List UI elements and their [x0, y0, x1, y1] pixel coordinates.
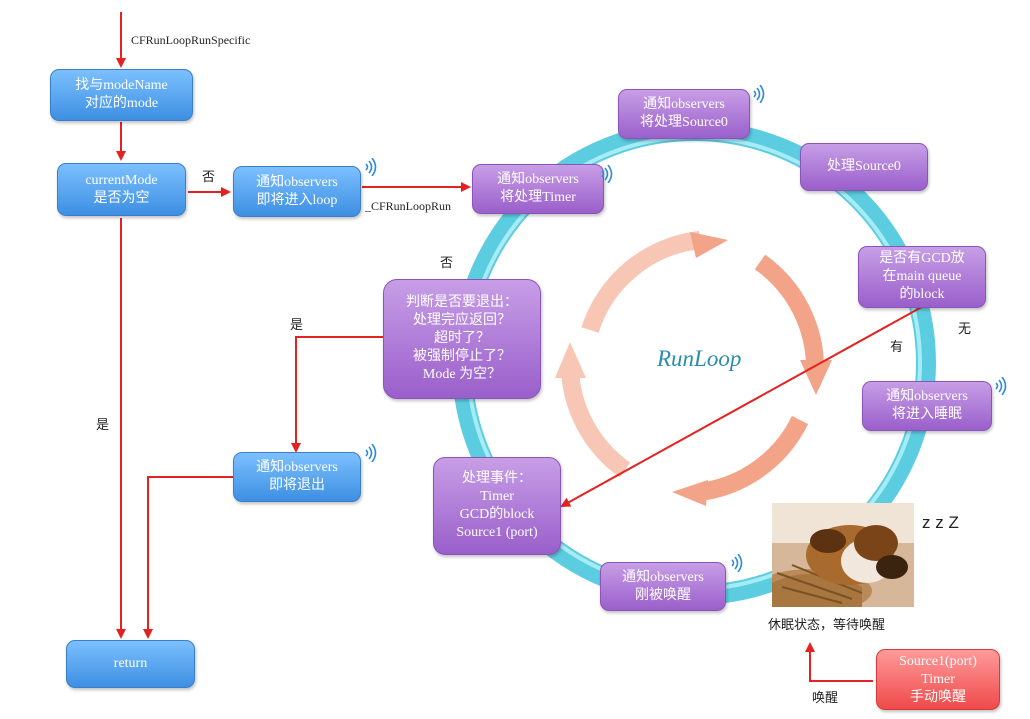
node-judge-exit-line5: Mode 为空？ [422, 367, 502, 382]
node-gcd-check-line2: 在main queue [882, 269, 962, 284]
node-notify-sleep: 通知observers 将进入睡眠 [862, 381, 992, 431]
node-gcd-check-line3: 的block [899, 287, 945, 302]
node-find-mode-line2: 对应的mode [84, 96, 159, 111]
node-return: return [66, 640, 195, 688]
node-notify-sleep-line2: 将进入睡眠 [892, 407, 962, 422]
label-wake: 唤醒 [812, 691, 839, 706]
label-yes-empty: 是 [96, 418, 110, 433]
node-find-mode-line1: 找与modeName [75, 78, 168, 93]
label-no-exit: 否 [440, 256, 454, 271]
node-notify-sleep-line1: 通知observers [886, 389, 968, 404]
node-notify-source0-line2: 将处理Source0 [640, 115, 728, 130]
node-wake-sources-line1: Source1(port) [899, 653, 977, 669]
label-cf-run: _CFRunLoopRun [365, 199, 452, 213]
node-judge-exit-line4: 被强制停止了？ [413, 349, 511, 364]
node-handle-event-line3: GCD的block [459, 507, 535, 522]
label-no-gcd: 无 [958, 322, 972, 337]
arrow-notify-exit-to-return [143, 476, 233, 639]
node-wake-sources-line3: 手动唤醒 [910, 689, 966, 705]
node-notify-wake-line2: 刚被唤醒 [635, 587, 691, 603]
observer-signal-icon [365, 444, 377, 462]
inner-circular-arrows [555, 231, 832, 506]
observer-signal-icon [365, 158, 377, 176]
node-notify-enter-loop: 通知observers 即将进入loop [233, 166, 361, 217]
arrow-wake-sources-to-sleep [805, 642, 873, 682]
node-notify-wake: 通知observers 刚被唤醒 [600, 562, 726, 611]
node-notify-wake-line1: 通知observers [622, 569, 704, 585]
sleeping-puppy-image [772, 503, 914, 607]
label-yes-gcd: 有 [890, 340, 904, 355]
node-judge-exit-line2: 处理完应返回？ [413, 313, 511, 328]
node-gcd-check-line1: 是否有GCD放 [879, 251, 965, 266]
observer-signal-icon [731, 554, 743, 572]
node-current-mode-line1: currentMode [85, 172, 158, 188]
node-find-mode: 找与modeName 对应的mode [50, 69, 193, 121]
node-notify-exit-line2: 即将退出 [269, 478, 325, 493]
node-process-source0: 处理Source0 [800, 143, 928, 191]
observer-signal-icon [995, 377, 1007, 395]
node-wake-sources-line2: Timer [921, 671, 955, 687]
node-notify-exit-line1: 通知observers [256, 460, 338, 475]
node-notify-timer-line2: 将处理Timer [500, 190, 576, 205]
node-judge-exit-line1: 判断是否要退出： [406, 295, 518, 310]
arrow-gcd-to-handle-event [560, 297, 939, 507]
node-handle-event-line2: Timer [480, 489, 514, 504]
label-entry: CFRunLoopRunSpecific [131, 33, 251, 47]
node-notify-source0: 通知observers 将处理Source0 [618, 89, 750, 139]
node-handle-event: 处理事件： Timer GCD的block Source1 (port) [433, 457, 561, 555]
node-notify-enter-loop-line2: 即将进入loop [256, 192, 338, 208]
node-gcd-check: 是否有GCD放 在main queue 的block [858, 246, 986, 308]
node-process-source0-label: 处理Source0 [827, 159, 901, 174]
runloop-center-label: RunLoop [657, 346, 742, 371]
node-judge-exit-line3: 超时了？ [434, 331, 490, 346]
node-handle-event-line1: 处理事件： [462, 471, 532, 486]
node-notify-enter-loop-line1: 通知observers [256, 174, 338, 190]
label-yes-exit: 是 [290, 318, 304, 333]
label-sleep-state: 休眠状态，等待唤醒 [768, 618, 886, 633]
observer-signal-icon [601, 165, 613, 183]
sleep-zzz-label: z z Z [922, 513, 959, 532]
node-notify-timer: 通知observers 将处理Timer [472, 164, 604, 214]
node-current-mode: currentMode 是否为空 [57, 163, 186, 216]
node-current-mode-line2: 是否为空 [93, 190, 150, 206]
node-wake-sources: Source1(port) Timer 手动唤醒 [876, 649, 1000, 710]
node-return-label: return [113, 656, 148, 671]
arrow-judge-to-notify-exit [291, 336, 383, 453]
node-notify-timer-line1: 通知observers [497, 172, 579, 187]
node-notify-exit: 通知observers 即将退出 [233, 452, 361, 502]
node-handle-event-line4: Source1 (port) [456, 525, 538, 540]
label-no-empty: 否 [202, 170, 216, 185]
node-judge-exit: 判断是否要退出： 处理完应返回？ 超时了？ 被强制停止了？ Mode 为空？ [383, 279, 541, 399]
observer-signal-icon [753, 85, 765, 103]
node-notify-source0-line1: 通知observers [643, 97, 725, 112]
